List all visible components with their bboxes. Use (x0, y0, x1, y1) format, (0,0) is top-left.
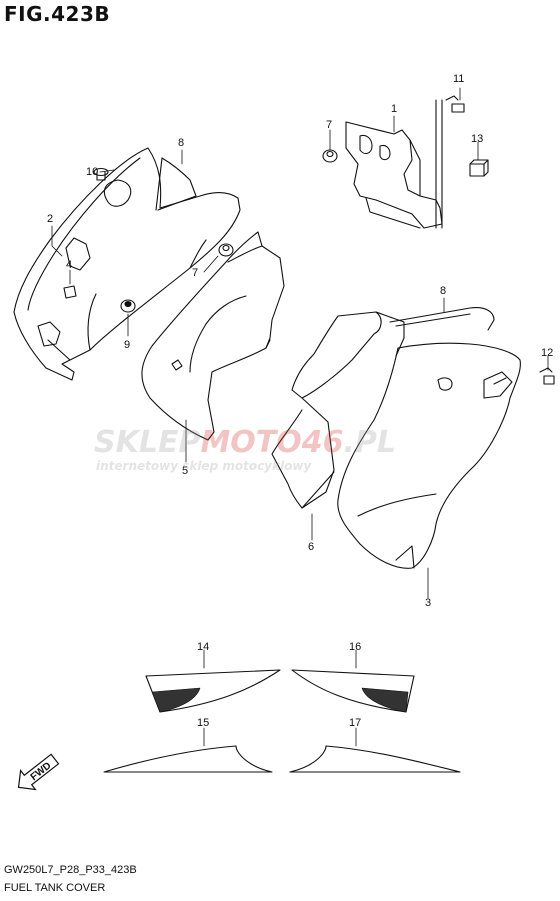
svg-text:SKLEPMOTO46.PL: SKLEPMOTO46.PL (94, 425, 396, 460)
part-5-left-tank-cover (141, 231, 285, 441)
watermark-tagline: internetowy sklep motocyklowy (96, 459, 312, 473)
callout-7-left: 7 (192, 267, 198, 279)
leader-lines (51, 87, 549, 747)
callout-6: 6 (308, 541, 314, 553)
part-6-inner-right-cover (271, 311, 405, 509)
callout-17: 17 (349, 717, 361, 729)
watermark-brand-4: .PL (344, 425, 397, 460)
fwd-arrow-icon: FWD (17, 753, 60, 791)
watermark-brand-3: 46 (301, 425, 344, 460)
part-3-right-tank-cover (337, 342, 521, 569)
callout-4: 4 (66, 259, 72, 271)
decal-15 (103, 745, 273, 773)
model-code: GW250L7_P28_P33_423B (4, 864, 137, 876)
callout-12: 12 (541, 347, 553, 359)
figure-title: FIG.423B (4, 2, 111, 26)
callout-7-right: 7 (326, 119, 332, 131)
part-12-screw (539, 367, 555, 385)
callout-1: 1 (391, 103, 397, 115)
callout-10: 10 (86, 166, 98, 178)
callout-2: 2 (47, 213, 53, 225)
callout-8-right: 8 (440, 285, 446, 297)
callouts: 1 2 3 4 5 6 7 7 8 8 9 10 11 12 13 14 15 … (47, 73, 553, 729)
callout-9: 9 (124, 339, 130, 351)
callout-3: 3 (425, 597, 431, 609)
watermark-brand-1: SKLEP (94, 425, 200, 460)
part-8-clip-left (155, 157, 197, 211)
part-8-clip-right (389, 307, 495, 331)
part-1-bracket (345, 99, 443, 229)
part-7-grommet-left (218, 243, 234, 257)
decal-16 (291, 669, 415, 713)
part-13-clip-nut (469, 159, 489, 177)
part-7-grommet-right (322, 149, 338, 163)
decal-17 (289, 745, 461, 773)
part-11-bolt (445, 95, 465, 113)
section-name: FUEL TANK COVER (4, 882, 106, 894)
part-9-grommet (120, 299, 136, 313)
callout-15: 15 (197, 717, 209, 729)
callout-11: 11 (453, 73, 464, 85)
callout-14: 14 (197, 641, 209, 653)
watermark: SKLEPMOTO46.PL internetowy sklep motocyk… (94, 425, 396, 473)
callout-8-left: 8 (178, 137, 184, 149)
callout-13: 13 (471, 133, 483, 145)
part-2-left-shroud (13, 147, 241, 381)
decal-14 (145, 669, 281, 713)
watermark-brand-2: MOTO (200, 425, 301, 460)
callout-16: 16 (349, 641, 361, 653)
callout-5: 5 (182, 465, 188, 477)
